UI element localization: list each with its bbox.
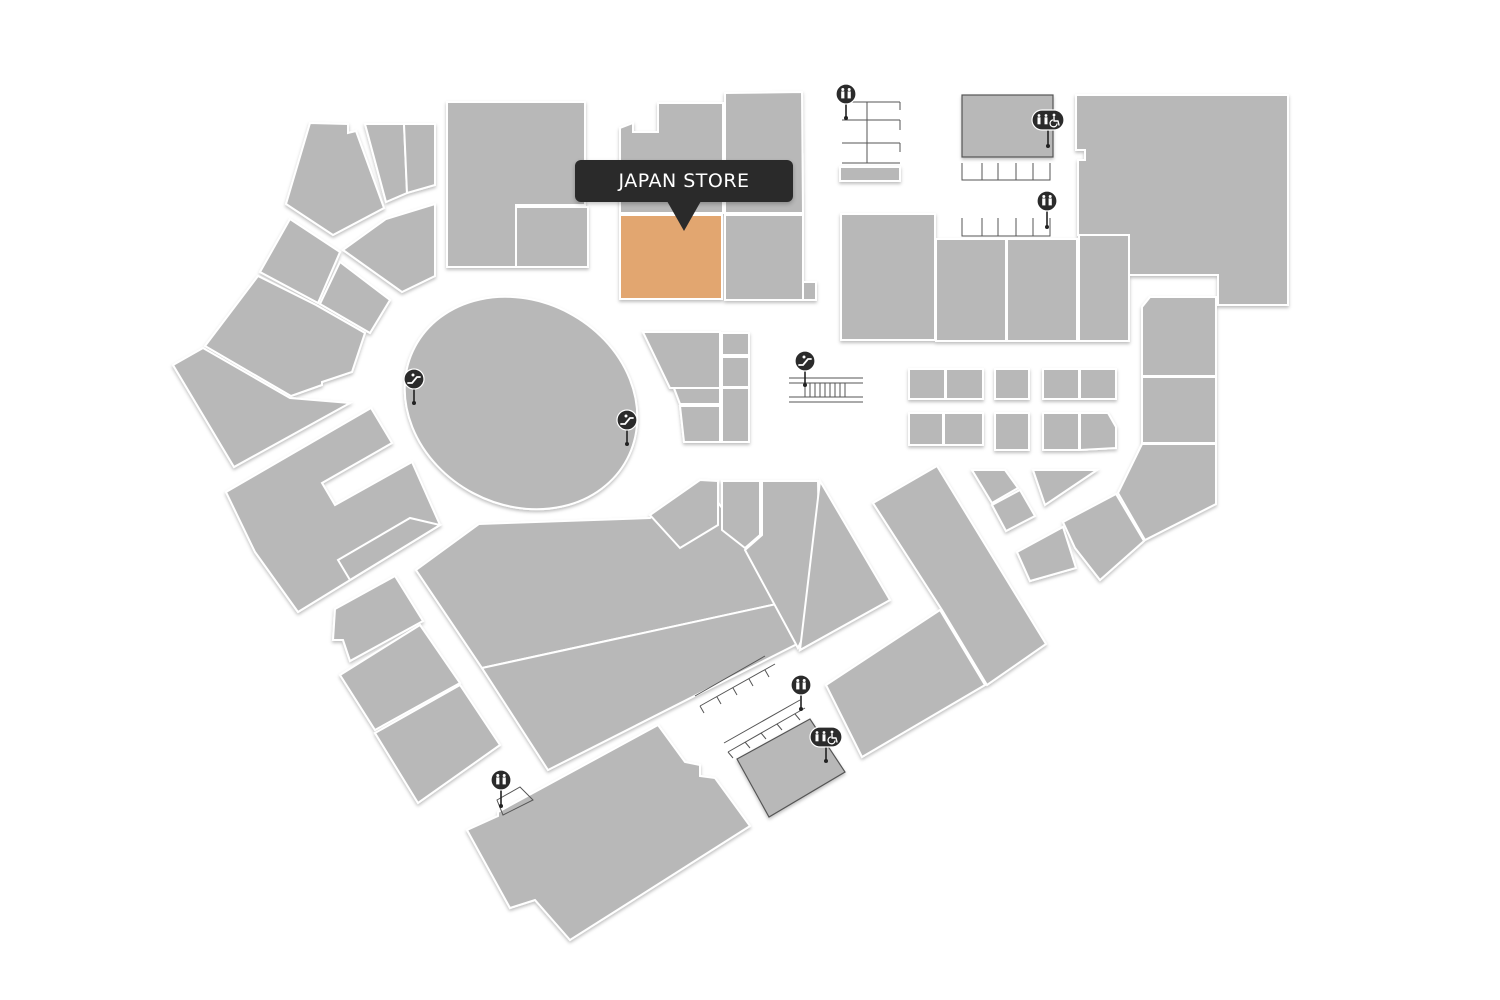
store-unit[interactable] bbox=[839, 166, 901, 182]
store-unit[interactable] bbox=[338, 623, 462, 732]
store-unit[interactable] bbox=[798, 477, 892, 652]
store-unit[interactable] bbox=[515, 206, 589, 268]
kiosk[interactable] bbox=[1042, 368, 1080, 400]
store-unit[interactable] bbox=[1061, 492, 1146, 582]
store-unit[interactable] bbox=[1006, 238, 1078, 342]
store-unit[interactable] bbox=[1141, 296, 1217, 377]
escalator-icon[interactable] bbox=[794, 350, 816, 387]
store-unit[interactable] bbox=[802, 281, 817, 301]
store-unit[interactable] bbox=[840, 213, 936, 341]
store-unit[interactable] bbox=[672, 387, 721, 405]
store-unit[interactable] bbox=[871, 464, 1048, 687]
kiosk[interactable] bbox=[908, 368, 946, 400]
store-tooltip[interactable]: JAPAN STORE bbox=[575, 160, 793, 202]
store-unit[interactable] bbox=[721, 387, 750, 443]
store-unit[interactable] bbox=[446, 101, 586, 268]
store-tooltip-pointer bbox=[667, 201, 701, 231]
store-unit[interactable] bbox=[373, 683, 502, 805]
kiosk[interactable] bbox=[945, 368, 984, 400]
store-unit[interactable] bbox=[641, 331, 721, 389]
accessible-restroom-icon[interactable] bbox=[1031, 109, 1065, 148]
amenity-markers bbox=[403, 83, 1065, 808]
store-unit[interactable] bbox=[203, 274, 367, 398]
kiosk[interactable] bbox=[1031, 469, 1101, 507]
store-unit[interactable] bbox=[721, 356, 750, 388]
kiosk[interactable] bbox=[990, 488, 1037, 533]
store-unit[interactable] bbox=[1116, 443, 1217, 542]
kiosk[interactable] bbox=[1079, 412, 1117, 452]
store-unit[interactable] bbox=[678, 405, 721, 443]
store-unit[interactable] bbox=[171, 346, 354, 469]
kiosk[interactable] bbox=[994, 412, 1030, 451]
store-unit[interactable] bbox=[224, 406, 442, 614]
store-unit[interactable] bbox=[331, 574, 425, 663]
store-unit[interactable] bbox=[1015, 525, 1078, 583]
store-unit[interactable] bbox=[258, 217, 342, 305]
kiosk[interactable] bbox=[943, 412, 984, 446]
kiosk[interactable] bbox=[994, 368, 1030, 400]
kiosk[interactable] bbox=[1042, 412, 1080, 451]
store-unit[interactable] bbox=[724, 214, 804, 301]
atrium bbox=[403, 295, 639, 511]
store-unit[interactable] bbox=[824, 608, 987, 759]
store-unit[interactable] bbox=[1078, 234, 1130, 342]
restroom-icon[interactable] bbox=[490, 769, 512, 808]
kiosk[interactable] bbox=[970, 469, 1020, 505]
store-unit[interactable] bbox=[935, 238, 1007, 342]
store-unit[interactable] bbox=[318, 260, 392, 335]
store-unit[interactable] bbox=[402, 123, 436, 195]
kiosk[interactable] bbox=[908, 412, 944, 446]
accessible-restroom-icon[interactable] bbox=[809, 726, 843, 763]
store-unit[interactable] bbox=[721, 332, 750, 356]
escalator-icon[interactable] bbox=[403, 368, 425, 405]
service-bays bbox=[496, 101, 1051, 816]
store-unit[interactable] bbox=[284, 121, 386, 237]
store-unit[interactable] bbox=[648, 478, 719, 550]
store-unit[interactable] bbox=[721, 480, 761, 550]
restroom-icon[interactable] bbox=[1036, 190, 1058, 229]
store-units bbox=[171, 90, 1289, 942]
store-tooltip-label: JAPAN STORE bbox=[618, 170, 750, 192]
escalator-icon[interactable] bbox=[616, 409, 638, 446]
store-unit[interactable] bbox=[743, 480, 822, 651]
store-unit[interactable] bbox=[341, 202, 436, 294]
kiosk[interactable] bbox=[1079, 368, 1117, 400]
store-unit[interactable] bbox=[336, 516, 443, 582]
store-unit[interactable] bbox=[465, 723, 752, 942]
restroom-icon[interactable] bbox=[790, 674, 812, 711]
restroom-icon[interactable] bbox=[835, 83, 857, 120]
store-unit[interactable] bbox=[1141, 376, 1217, 444]
